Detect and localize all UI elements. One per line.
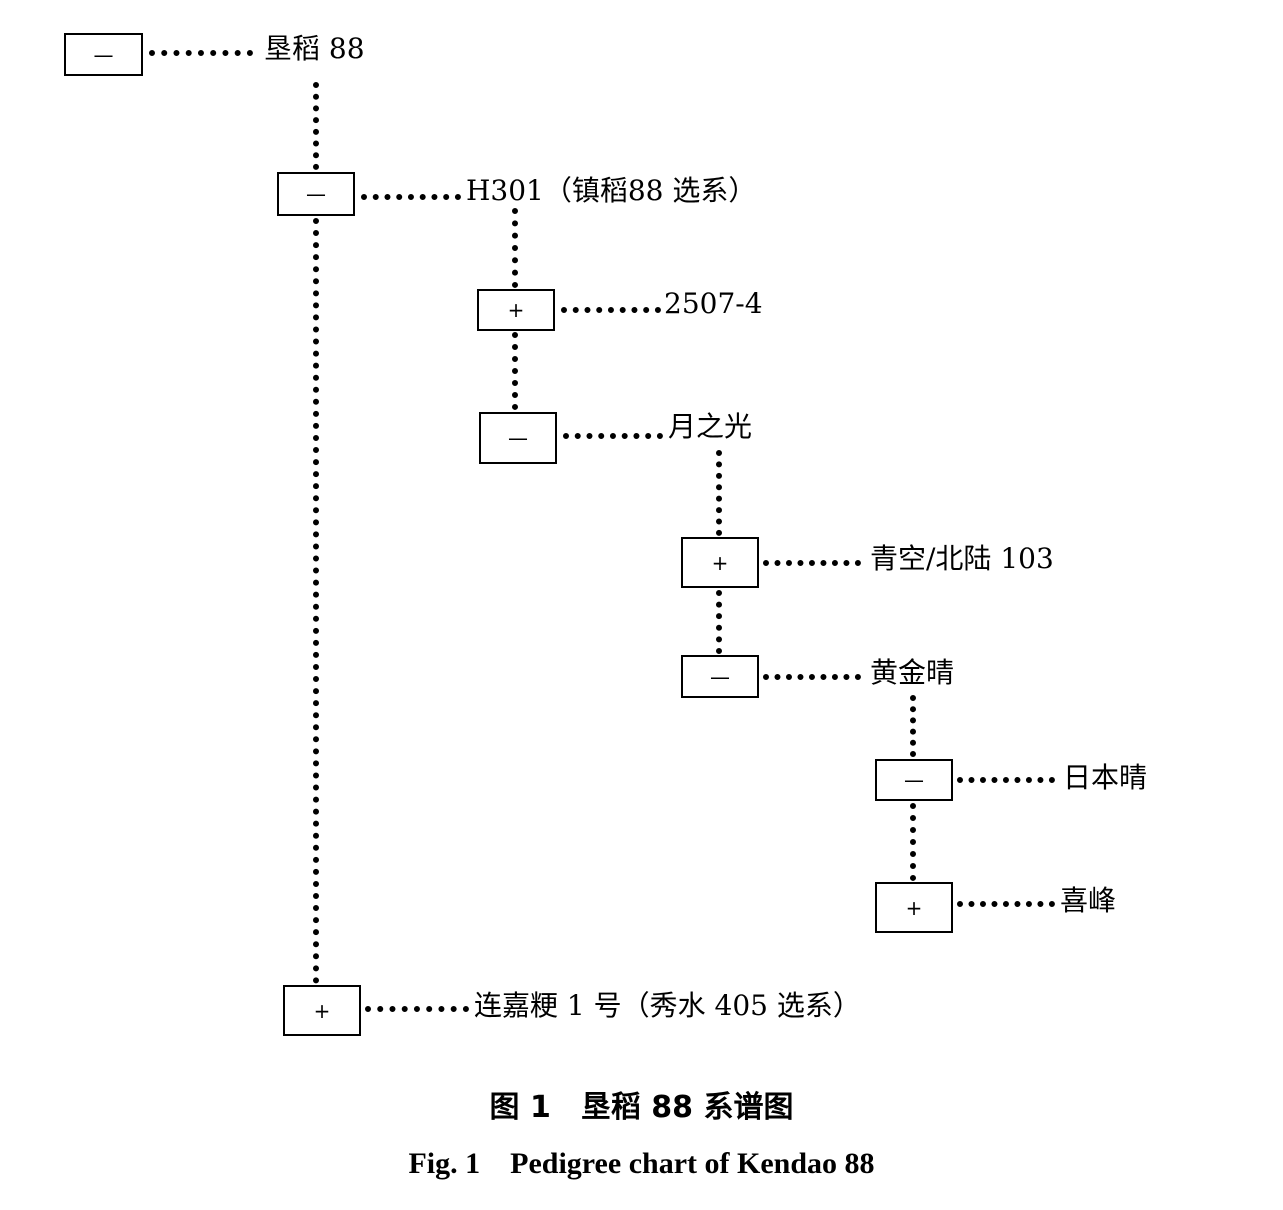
label-lianjiageng1: 连嘉粳 1 号（秀水 405 选系）	[474, 989, 861, 1022]
connector-n3-label	[561, 307, 661, 313]
label-tsukinohikari: 月之光	[668, 410, 753, 443]
connector-n2-down	[512, 208, 518, 288]
sign-box-aozora: +	[681, 537, 759, 588]
sign-box-lianjiageng1: +	[283, 985, 361, 1036]
connector-n7-to-n8	[910, 803, 916, 881]
sign-box-kiho: +	[875, 882, 953, 933]
sign-box-tsukinohikari: —	[479, 412, 557, 464]
sign-box-koganebare: —	[681, 655, 759, 698]
label-kiho: 喜峰	[1060, 884, 1117, 917]
connector-n5-to-n6	[716, 590, 722, 654]
connector-n8-label	[957, 901, 1055, 907]
connector-n5-label	[763, 560, 861, 566]
label-nipponbare: 日本晴	[1063, 761, 1148, 794]
sign-box-2507-4: +	[477, 289, 555, 331]
label-kendao88: 垦稻 88	[264, 32, 365, 65]
sign-box-h301: —	[277, 172, 355, 216]
connector-n7-label	[957, 777, 1055, 783]
label-aozora-hokuriku103: 青空/北陆 103	[870, 542, 1054, 575]
label-h301: H301（镇稻88 选系）	[466, 174, 757, 207]
sign-box-nipponbare: —	[875, 759, 953, 801]
label-2507-4: 2507-4	[664, 287, 763, 320]
connector-n6-down	[910, 695, 916, 757]
connector-n1-down	[313, 82, 319, 170]
sign-box-kendao88: —	[64, 33, 143, 76]
label-koganebare: 黄金晴	[870, 656, 955, 689]
connector-n6-label	[763, 674, 861, 680]
connector-n3-to-n4	[512, 332, 518, 410]
connector-n1-label	[149, 50, 253, 56]
connector-n9-label	[365, 1006, 469, 1012]
connector-n2-to-n9	[313, 218, 319, 984]
figure-caption-chinese: 图 1 垦稻 88 系谱图	[489, 1090, 794, 1125]
connector-n4-label	[563, 433, 663, 439]
connector-n4-down	[716, 450, 722, 536]
connector-n2-label	[361, 194, 461, 200]
figure-caption-english: Fig. 1 Pedigree chart of Kendao 88	[408, 1147, 875, 1180]
